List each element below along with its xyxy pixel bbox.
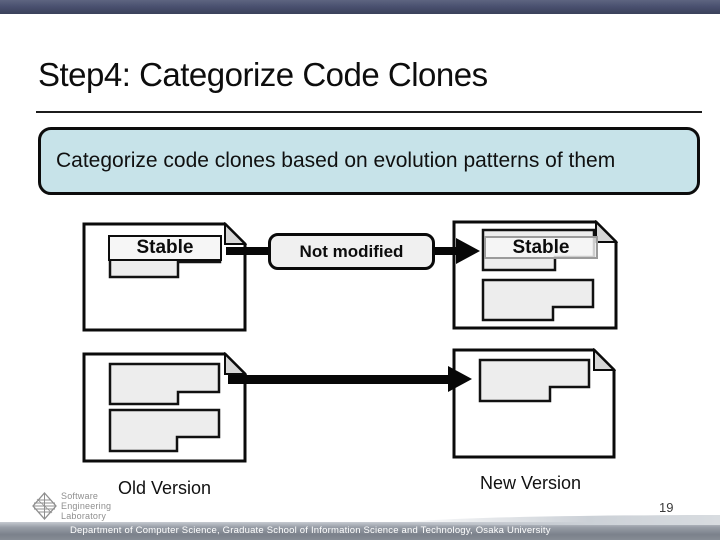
page-fold-icon <box>224 352 247 375</box>
lab-logo: Software Engineering Laboratory <box>31 491 111 521</box>
page-fold-icon <box>593 348 616 371</box>
footer-text: Department of Computer Science, Graduate… <box>70 525 551 536</box>
old-version-doc-bottom <box>82 352 247 463</box>
logo-line-1: Software <box>61 491 99 501</box>
slide-title: Step4: Categorize Code Clones <box>38 56 488 93</box>
sel-logo-icon <box>32 492 57 520</box>
stable-label-old-text: Stable <box>136 237 194 258</box>
page-fold-icon <box>595 220 618 243</box>
page-fold-icon <box>224 222 247 245</box>
code-fragment-icon <box>108 408 221 453</box>
arrow-top-head-icon <box>456 238 480 264</box>
code-fragment-icon <box>478 358 591 403</box>
logo-line-3: Laboratory <box>61 511 107 521</box>
lab-logo-text: Software Engineering Laboratory <box>61 491 111 521</box>
code-fragment-icon <box>108 362 221 406</box>
stable-label-new-text: Stable <box>512 236 570 258</box>
footer-bar: Department of Computer Science, Graduate… <box>0 515 720 540</box>
summary-callout: Categorize code clones based on evolutio… <box>38 127 700 195</box>
document-page-icon <box>82 352 247 463</box>
new-version-caption: New Version <box>480 473 582 493</box>
old-version-caption: Old Version <box>118 478 212 498</box>
logo-line-2: Engineering <box>61 501 112 511</box>
top-accent-bar <box>0 0 720 14</box>
summary-text: Categorize code clones based on evolutio… <box>56 149 616 172</box>
arrow-bottom-shaft <box>228 375 449 384</box>
code-fragment-icon <box>481 278 595 322</box>
new-version-doc-bottom <box>452 348 616 459</box>
footer-swoosh <box>390 515 720 525</box>
arrow-bottom-head-icon <box>448 366 472 392</box>
relation-label-box: Not modified <box>268 233 435 270</box>
page-number: 19 <box>659 500 674 515</box>
stable-label-new: Stable <box>484 236 598 259</box>
stable-label-old: Stable <box>108 235 222 261</box>
relation-label: Not modified <box>299 241 404 261</box>
title-underline <box>36 111 702 113</box>
document-page-icon <box>452 348 616 459</box>
